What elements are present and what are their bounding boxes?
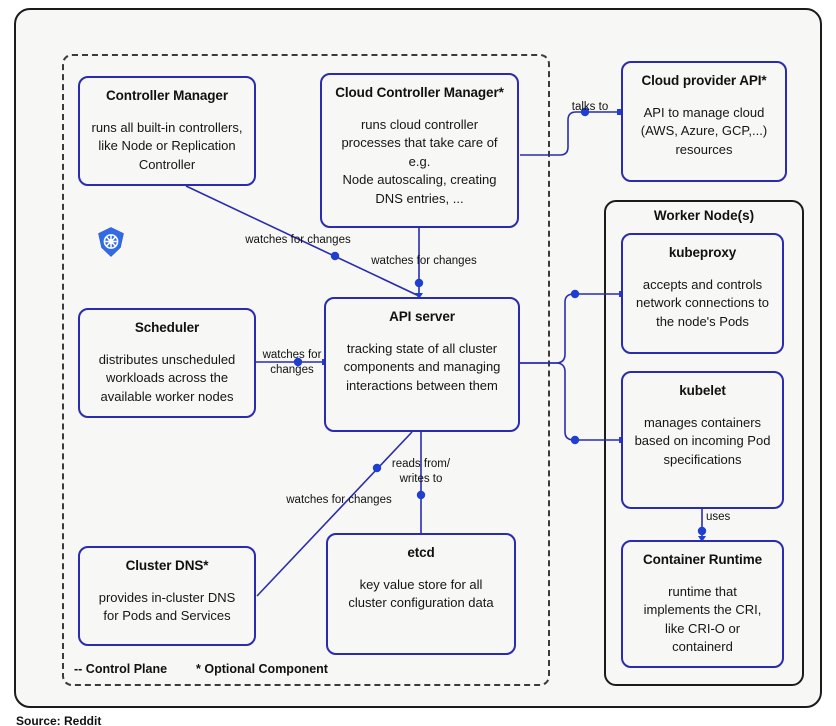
edge-label-talks-to: talks to: [571, 101, 609, 113]
node-title: Scheduler: [134, 320, 200, 335]
node-cloud-controller-manager[interactable]: Cloud Controller Manager* runs cloud con…: [320, 73, 519, 228]
worker-node-region: [604, 200, 804, 686]
node-title: Container Runtime: [642, 552, 763, 567]
node-body: runs all built-in controllers, like Node…: [91, 119, 243, 172]
node-body: provides in-cluster DNS for Pods and Ser…: [98, 589, 236, 624]
edge-label-ccm-watches: watches for changes: [371, 255, 477, 267]
node-body: runtime that implements the CRI, like CR…: [643, 583, 762, 655]
node-title: Cloud provider API*: [641, 73, 767, 88]
node-container-runtime[interactable]: Container Runtime runtime that implement…: [621, 540, 784, 668]
node-title: Controller Manager: [106, 88, 228, 103]
node-body: accepts and controls network connections…: [636, 276, 769, 329]
edge-label-uses: uses: [706, 511, 731, 523]
node-title: etcd: [407, 545, 435, 560]
node-body: manages containers based on incoming Pod…: [634, 414, 771, 467]
node-scheduler[interactable]: Scheduler distributes unscheduled worklo…: [78, 308, 256, 418]
node-body: runs cloud controller processes that tak…: [341, 116, 498, 206]
node-title: Cloud Controller Manager*: [335, 85, 504, 100]
node-controller-manager[interactable]: Controller Manager runs all built-in con…: [78, 76, 256, 186]
kubernetes-logo-icon: [95, 226, 127, 258]
worker-node-label: Worker Node(s): [653, 208, 755, 223]
node-body: distributes unscheduled workloads across…: [98, 351, 236, 404]
edge-label-controller-manager-watches: watches for changes: [245, 234, 351, 246]
source-note: Source: Reddit: [16, 714, 102, 726]
node-kubelet[interactable]: kubelet manages containers based on inco…: [621, 371, 784, 509]
node-api-server[interactable]: API server tracking state of all cluster…: [324, 297, 520, 432]
edge-label-cluster-dns-watches: watches for changes: [286, 494, 392, 506]
node-title: kubelet: [679, 383, 726, 398]
node-cloud-provider-api[interactable]: Cloud provider API* API to manage cloud …: [621, 61, 787, 182]
node-body: API to manage cloud (AWS, Azure, GCP,...…: [640, 104, 768, 157]
node-title: API server: [389, 309, 455, 324]
node-title: Cluster DNS*: [125, 558, 209, 573]
edge-label-reads-writes: reads from/ writes to: [391, 458, 451, 485]
node-title: kubeproxy: [668, 245, 737, 260]
legend-control-plane: -- Control Plane: [74, 662, 168, 676]
node-etcd[interactable]: etcd key value store for all cluster con…: [326, 533, 516, 655]
node-cluster-dns[interactable]: Cluster DNS* provides in-cluster DNS for…: [78, 546, 256, 646]
legend: -- Control Plane * Optional Component: [74, 662, 328, 676]
node-kubeproxy[interactable]: kubeproxy accepts and controls network c…: [621, 233, 784, 354]
node-body: key value store for all cluster configur…: [348, 576, 494, 611]
legend-optional-component: * Optional Component: [196, 662, 328, 676]
node-body: tracking state of all cluster components…: [343, 340, 501, 393]
edge-label-scheduler-watches: watches for changes: [262, 349, 322, 376]
